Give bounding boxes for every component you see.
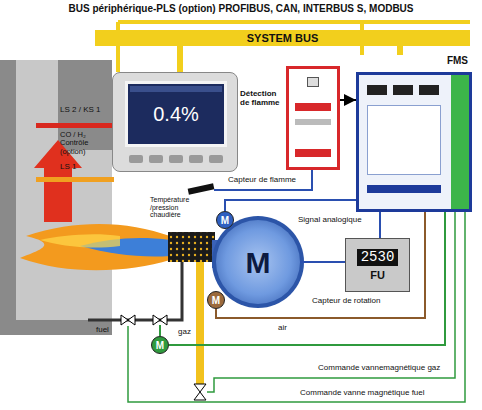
connector: [225, 200, 356, 211]
fuel-valve: [153, 315, 167, 325]
annotation: LS 2 / KS 1: [60, 106, 112, 115]
frequency-converter: 2530FU: [345, 238, 410, 292]
boiler-wall: [0, 60, 112, 335]
flame-sensor: [188, 183, 215, 194]
detector-housing: [286, 66, 340, 170]
bus-label: SYSTEM BUS: [247, 32, 319, 44]
blower-motor: M: [216, 220, 300, 304]
chimney: [16, 60, 58, 160]
annotation: gaz: [178, 328, 191, 337]
annotation: Commande vannemagnétique gaz: [318, 364, 440, 373]
motor-symbol: M: [212, 295, 220, 306]
panel-button: [149, 155, 163, 163]
connector: [340, 99, 356, 101]
fuel-valve: [121, 315, 135, 325]
digit-display: [393, 85, 413, 95]
lambda-transmitter: 0.4%: [112, 72, 238, 172]
damper-motor: M: [216, 211, 234, 229]
gas-valve: [194, 384, 206, 400]
motor-symbol: M: [246, 246, 271, 279]
node-heading: Détection de flamme: [240, 90, 284, 108]
connector: [379, 212, 381, 238]
annotation: Capteur de rotation: [312, 297, 381, 306]
terminal-strip: [295, 119, 331, 125]
annotation: air: [278, 324, 287, 333]
controller-housing: [356, 72, 472, 212]
digit-display: [367, 85, 387, 95]
fuel-pipe: [88, 262, 182, 320]
connector: [216, 212, 425, 318]
probe-ls1: [36, 177, 114, 182]
burner-head: [168, 232, 215, 262]
panel-button: [209, 155, 223, 163]
title: BUS périphérique-PLS (option) PROFIBUS, …: [8, 3, 474, 14]
terminal-strip: [367, 185, 441, 193]
green-panel: [451, 75, 469, 209]
annotation: Commande vanne magnétique fuel: [300, 389, 425, 398]
annotation: Capteur de flamme: [228, 176, 296, 185]
warning-sign: [307, 77, 319, 87]
annotation: fuel: [96, 326, 109, 335]
node-heading: FMS: [356, 55, 472, 66]
panel-button: [189, 155, 203, 163]
connector: [300, 261, 345, 263]
motor-symbol: M: [156, 340, 164, 351]
connector: [177, 46, 183, 72]
motor-symbol: M: [221, 215, 229, 226]
terminal-strip: [295, 149, 331, 157]
fuel-valve-command: [128, 212, 465, 402]
flame: [20, 224, 170, 270]
flame-tip: [40, 234, 120, 247]
fms-controller: FMS: [356, 55, 472, 212]
gas-valve-motor: M: [207, 291, 225, 309]
connector: [397, 46, 403, 55]
system-bus-band: SYSTEM BUS: [95, 30, 470, 46]
connector: [169, 212, 445, 345]
annotation: CO / H₂ Contrôle (option): [60, 131, 110, 156]
panel-button: [169, 155, 183, 163]
display-value: 0.4%: [153, 103, 199, 125]
gas-valve-command: [207, 212, 455, 392]
motor-stub: [159, 325, 161, 336]
screen-header: [130, 86, 222, 92]
annotation: Température /pression chaudière: [150, 196, 210, 219]
probe-ls2: [36, 123, 114, 128]
digit-display: [419, 85, 439, 95]
flame-sensor-wire: [214, 170, 312, 190]
front-panel: [367, 105, 441, 175]
fuel-valve-motor: M: [151, 336, 169, 354]
gas-pipe: [196, 262, 204, 384]
digit-display: 2530: [357, 249, 399, 266]
device-label: FU: [370, 269, 385, 281]
blower-housing: [212, 216, 304, 308]
annotation: Signal analogique: [298, 216, 362, 225]
panel-button: [129, 155, 143, 163]
flame-detector: Détection de flamme: [240, 66, 340, 170]
annotation: LS 1: [60, 163, 76, 172]
terminal-strip: [295, 103, 331, 111]
display-screen: 0.4%: [125, 81, 227, 147]
